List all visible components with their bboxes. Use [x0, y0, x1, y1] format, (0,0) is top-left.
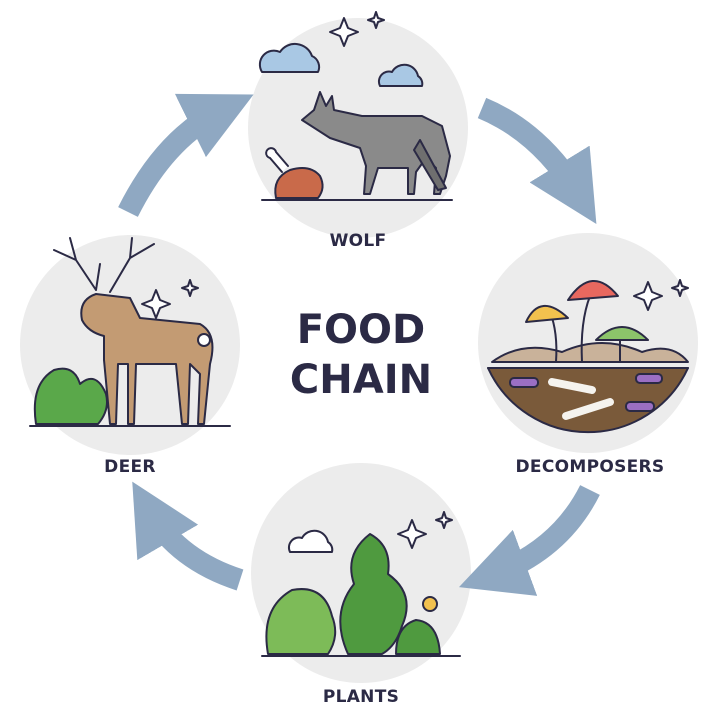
wolf-illustration	[258, 11, 453, 201]
label-plants: PLANTS	[322, 687, 400, 707]
sparkle-icon	[633, 281, 663, 311]
sparkle-icon	[181, 279, 199, 297]
sparkle-icon	[397, 519, 427, 549]
arrow-wolf-to-decomposers	[477, 97, 597, 225]
arrow-plants-to-deer	[132, 481, 244, 591]
sparkle-icon	[435, 511, 453, 529]
decomposers-illustration	[487, 279, 689, 434]
meat-icon	[274, 167, 324, 199]
sparkle-icon	[329, 17, 359, 47]
cloud-icon	[287, 529, 334, 553]
deer-illustration	[29, 237, 231, 427]
worm-icon	[625, 401, 655, 412]
bush-icon	[265, 588, 337, 655]
plants-illustration	[261, 511, 461, 657]
label-deer: DEER	[104, 457, 156, 477]
sparkle-icon	[141, 289, 171, 319]
title-line-2: CHAIN	[289, 357, 433, 403]
antler-icon	[53, 237, 101, 291]
cloud-icon	[377, 63, 424, 87]
deer-icon	[80, 293, 214, 425]
deer-tail	[197, 333, 211, 347]
worm-icon	[509, 377, 539, 388]
bone-icon	[562, 398, 614, 420]
bone-icon	[548, 378, 596, 394]
diagram-title: FOOD CHAIN	[290, 305, 432, 405]
arrow-deer-to-wolf	[118, 93, 254, 217]
bush-icon	[395, 619, 441, 655]
label-wolf: WOLF	[329, 231, 387, 251]
mushroom-icon	[580, 295, 591, 363]
worm-icon	[635, 373, 663, 384]
arrow-decomposers-to-plants	[458, 484, 600, 596]
flower-icon	[422, 596, 438, 612]
label-decomposers: DECOMPOSERS	[515, 457, 665, 477]
sparkle-icon	[671, 279, 689, 297]
antler-icon	[109, 237, 155, 293]
sparkle-icon	[367, 11, 385, 29]
bush-icon	[33, 367, 108, 425]
title-line-1: FOOD	[296, 307, 426, 353]
cloud-icon	[258, 42, 321, 73]
